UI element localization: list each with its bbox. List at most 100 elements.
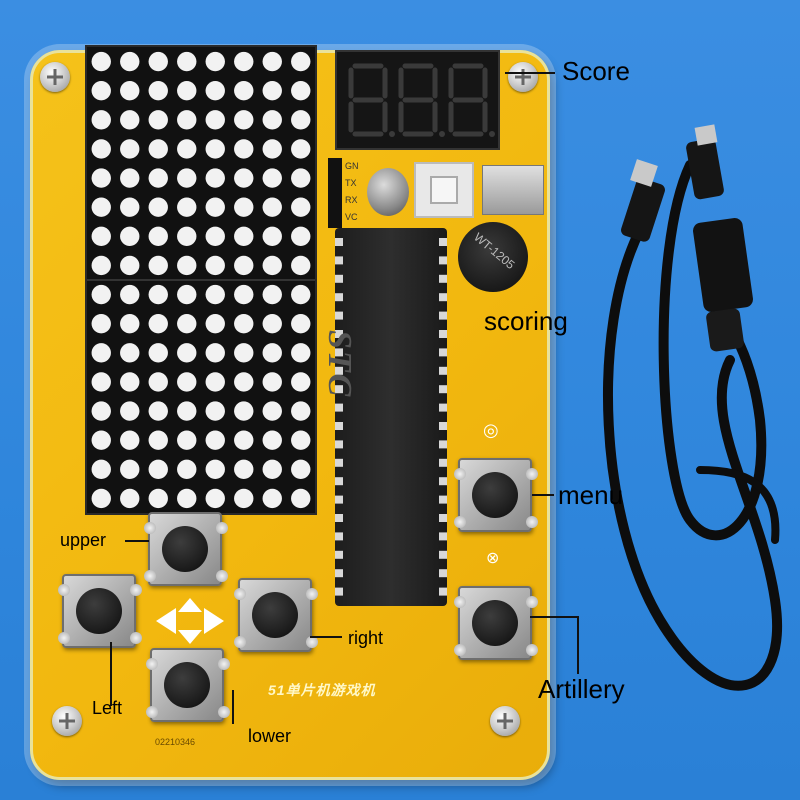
- led-dot: [120, 110, 140, 130]
- chip-pin: [335, 293, 343, 302]
- led-dot: [148, 51, 168, 72]
- chip-pin: [439, 293, 447, 302]
- solder-pin: [234, 636, 246, 648]
- chip-pin: [335, 274, 343, 283]
- led-dot: [91, 110, 111, 130]
- upper-button[interactable]: [144, 512, 228, 586]
- chip-pin: [439, 330, 447, 338]
- chip-pin: [439, 366, 447, 375]
- chip-pin: [439, 385, 447, 394]
- led-dot: [262, 168, 282, 188]
- led-dot: [120, 284, 140, 305]
- chip-pin: [439, 587, 447, 596]
- solder-pin: [306, 636, 318, 648]
- led-dot: [234, 168, 254, 188]
- chip-pin: [335, 348, 343, 357]
- screw-icon: [52, 706, 82, 736]
- chip-pin: [335, 330, 343, 338]
- led-dot: [234, 372, 254, 392]
- chip-pin: [335, 458, 343, 467]
- left-label: Left: [92, 698, 123, 718]
- solder-pin: [218, 658, 230, 670]
- led-dot: [234, 139, 254, 159]
- artillery-button[interactable]: [454, 586, 538, 660]
- led-dot: [262, 488, 282, 509]
- led-dot: [120, 343, 140, 363]
- chip-label: STC: [321, 330, 358, 399]
- capacitor: [367, 168, 409, 216]
- artillery-leader-line-v: [577, 616, 579, 674]
- button-cap: [252, 592, 298, 638]
- right-button[interactable]: [234, 578, 318, 652]
- button-cap: [164, 662, 210, 708]
- serial-number: 02210346: [155, 737, 196, 747]
- solder-pin: [146, 658, 158, 670]
- solder-pin: [130, 632, 142, 644]
- led-dot: [91, 372, 111, 392]
- pin-label: VC: [345, 212, 358, 222]
- solder-pin: [58, 632, 70, 644]
- chip-pin: [439, 532, 447, 541]
- led-dot: [177, 226, 197, 247]
- led-dot: [262, 80, 282, 101]
- led-dot: [148, 488, 168, 509]
- led-dot: [205, 139, 225, 159]
- led-dot: [291, 110, 311, 130]
- solder-pin: [146, 706, 158, 718]
- led-dot: [291, 343, 311, 363]
- chip-pin: [439, 569, 447, 578]
- led-dot: [120, 488, 140, 509]
- screw-icon: [490, 706, 520, 736]
- led-dot: [291, 284, 311, 305]
- led-dot: [91, 488, 111, 509]
- led-dot: [148, 168, 168, 188]
- chip-pin: [335, 514, 343, 522]
- arrow-cross-icon: [156, 598, 224, 644]
- lower-button[interactable]: [146, 648, 230, 722]
- led-dot: [291, 401, 311, 421]
- led-dot: [291, 488, 311, 509]
- chip-pin: [335, 256, 343, 265]
- chip-pin: [439, 274, 447, 283]
- led-dot: [148, 284, 168, 305]
- menu-button[interactable]: [454, 458, 538, 532]
- pin-label: RX: [345, 195, 358, 205]
- pin-label: TX: [345, 178, 357, 188]
- led-dot: [234, 80, 254, 101]
- led-dot: [205, 51, 225, 72]
- led-dot: [262, 343, 282, 363]
- led-dot: [177, 430, 197, 450]
- led-dot: [205, 226, 225, 247]
- led-dot: [291, 372, 311, 392]
- led-dot: [91, 197, 111, 217]
- chip-pin: [439, 256, 447, 265]
- left-button[interactable]: [58, 574, 142, 648]
- solder-pin: [526, 468, 538, 480]
- led-dot: [148, 401, 168, 421]
- lower-label: lower: [248, 726, 292, 746]
- solder-pin: [130, 584, 142, 596]
- led-dot: [120, 139, 140, 159]
- led-dot: [177, 401, 197, 421]
- led-dot: [91, 459, 111, 480]
- solder-pin: [216, 522, 228, 534]
- led-dot: [234, 51, 254, 72]
- chip-pin: [335, 477, 343, 486]
- led-dot: [291, 168, 311, 188]
- solder-pin: [144, 522, 156, 534]
- led-dot: [120, 459, 140, 480]
- chip-pin: [439, 403, 447, 412]
- led-dot: [262, 430, 282, 450]
- led-dot: [205, 343, 225, 363]
- led-dot: [91, 168, 111, 188]
- led-dot: [91, 430, 111, 450]
- stc-microcontroller: [335, 228, 447, 606]
- led-dot-matrix: [85, 45, 317, 515]
- led-dot: [120, 401, 140, 421]
- mini-usb-port: [482, 165, 544, 215]
- led-dot: [205, 284, 225, 305]
- button-cap: [472, 600, 518, 646]
- power-switch[interactable]: [414, 162, 474, 218]
- artillery-leader-line-h: [530, 616, 578, 618]
- led-dot: [177, 197, 197, 217]
